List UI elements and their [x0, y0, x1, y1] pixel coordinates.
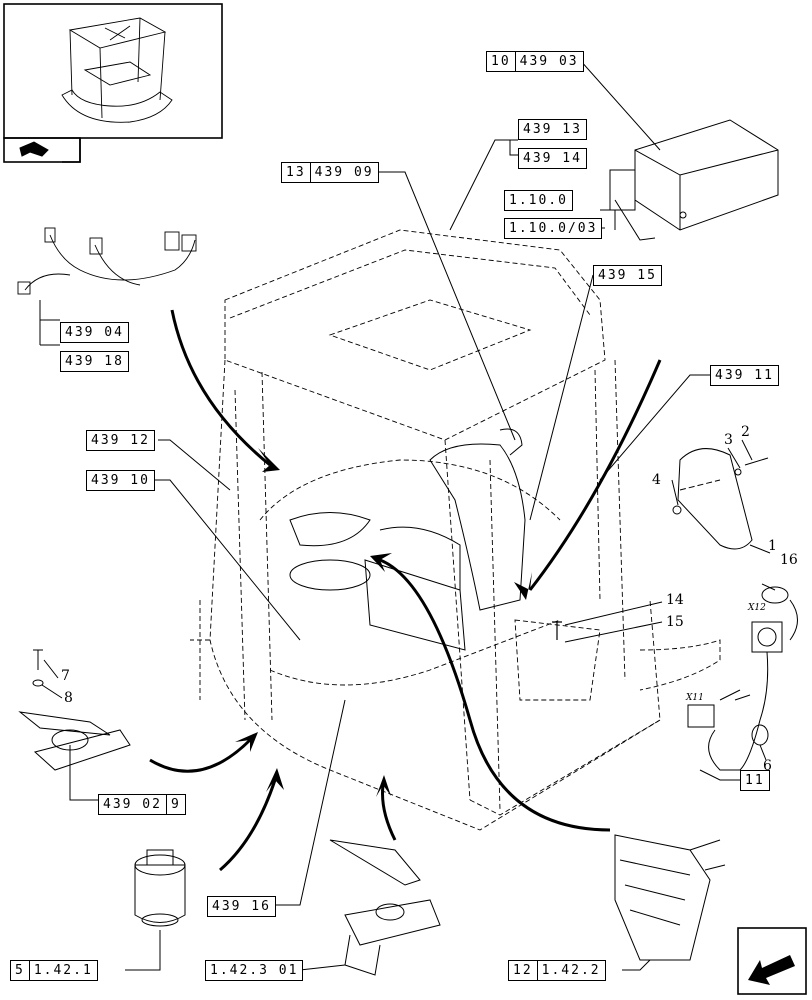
item-number-1: 1: [768, 538, 777, 554]
ref-box-439-13[interactable]: 439 13: [518, 119, 587, 140]
thumbnail-frame: [3, 3, 223, 139]
ref-box-cell: 439 02: [103, 797, 162, 812]
item-number-16: 16: [780, 552, 798, 568]
ref-box-cell: 13: [286, 165, 306, 180]
ref-box-439-11[interactable]: 439 11: [710, 365, 779, 386]
ref-box-cell: 439 13: [523, 122, 582, 137]
wiring-harness: [17, 227, 197, 295]
next-arrow-icon: [748, 955, 795, 985]
item-number-14: 14: [666, 592, 684, 608]
item-number-2: 2: [741, 424, 750, 440]
item-number-4: 4: [652, 472, 661, 488]
seat: [289, 428, 526, 651]
item-number-7: 7: [61, 668, 70, 684]
ref-box-cell: 439 16: [212, 899, 271, 914]
ref-box-439-12[interactable]: 439 12: [86, 430, 155, 451]
hydraulic-pump: [134, 849, 186, 927]
ref-box-439-16[interactable]: 439 16: [207, 896, 276, 917]
back-arrow-icon: [19, 141, 49, 157]
item-number-3: 3: [724, 432, 733, 448]
ref-box-1-10-0[interactable]: 1.10.0: [504, 190, 573, 211]
ref-box-cell: 439 18: [65, 354, 124, 369]
ref-box-cell: 439 09: [309, 163, 378, 182]
machine-thumbnail-icon: [61, 17, 173, 123]
ref-box-cell: 439 11: [715, 368, 774, 383]
ref-box-11[interactable]: 11: [740, 770, 770, 791]
ref-box-cell: 439 14: [523, 151, 582, 166]
ref-box-cell: 11: [745, 773, 765, 788]
ref-box-cell: 1.10.0: [509, 193, 568, 208]
ref-box-439-14[interactable]: 439 14: [518, 148, 587, 169]
cab-outline: [190, 229, 721, 831]
ref-box-cell: 5: [15, 963, 25, 978]
ref-box-cell: 9: [165, 795, 185, 814]
ref-box-cell: 12: [513, 963, 533, 978]
ref-box-cell: 439 12: [91, 433, 150, 448]
ref-box-cell: 1.42.3 01: [210, 963, 299, 978]
item-number-6: 6: [763, 758, 772, 774]
ref-box-cell: 439 10: [91, 473, 150, 488]
socket-assembly: [687, 586, 798, 771]
ref-box-cell: 1.42.2: [536, 961, 605, 980]
ref-box-1-10-0-03[interactable]: 1.10.0/03: [504, 218, 603, 239]
ref-box-439-18[interactable]: 439 18: [60, 351, 129, 372]
ref-box-439-10[interactable]: 439 10: [86, 470, 155, 491]
ref-box-cell: 1.42.1: [28, 961, 97, 980]
connector-label-x11: X11: [686, 693, 704, 703]
ref-box-439-15[interactable]: 439 15: [593, 265, 662, 286]
ref-box-cell: 1.10.0/03: [509, 221, 598, 236]
ref-box-cell: 10: [491, 54, 511, 69]
item-number-8: 8: [64, 690, 73, 706]
control-valve-bank: [614, 834, 726, 961]
foot-pedal: [18, 649, 131, 771]
ref-box-1-42-3-01[interactable]: 1.42.3 01: [205, 960, 304, 981]
item-number-15: 15: [666, 614, 684, 630]
ref-box-cell: 439 15: [598, 268, 657, 283]
ref-box-439-04[interactable]: 439 04: [60, 322, 129, 343]
hand-lever-valve: [329, 839, 441, 976]
ref-box-cell: 439 03: [514, 52, 583, 71]
air-conditioner-unit: [609, 119, 779, 241]
connector-label-x12: X12: [748, 603, 766, 613]
cover-plate: [672, 448, 769, 550]
ref-box-cell: 439 04: [65, 325, 124, 340]
